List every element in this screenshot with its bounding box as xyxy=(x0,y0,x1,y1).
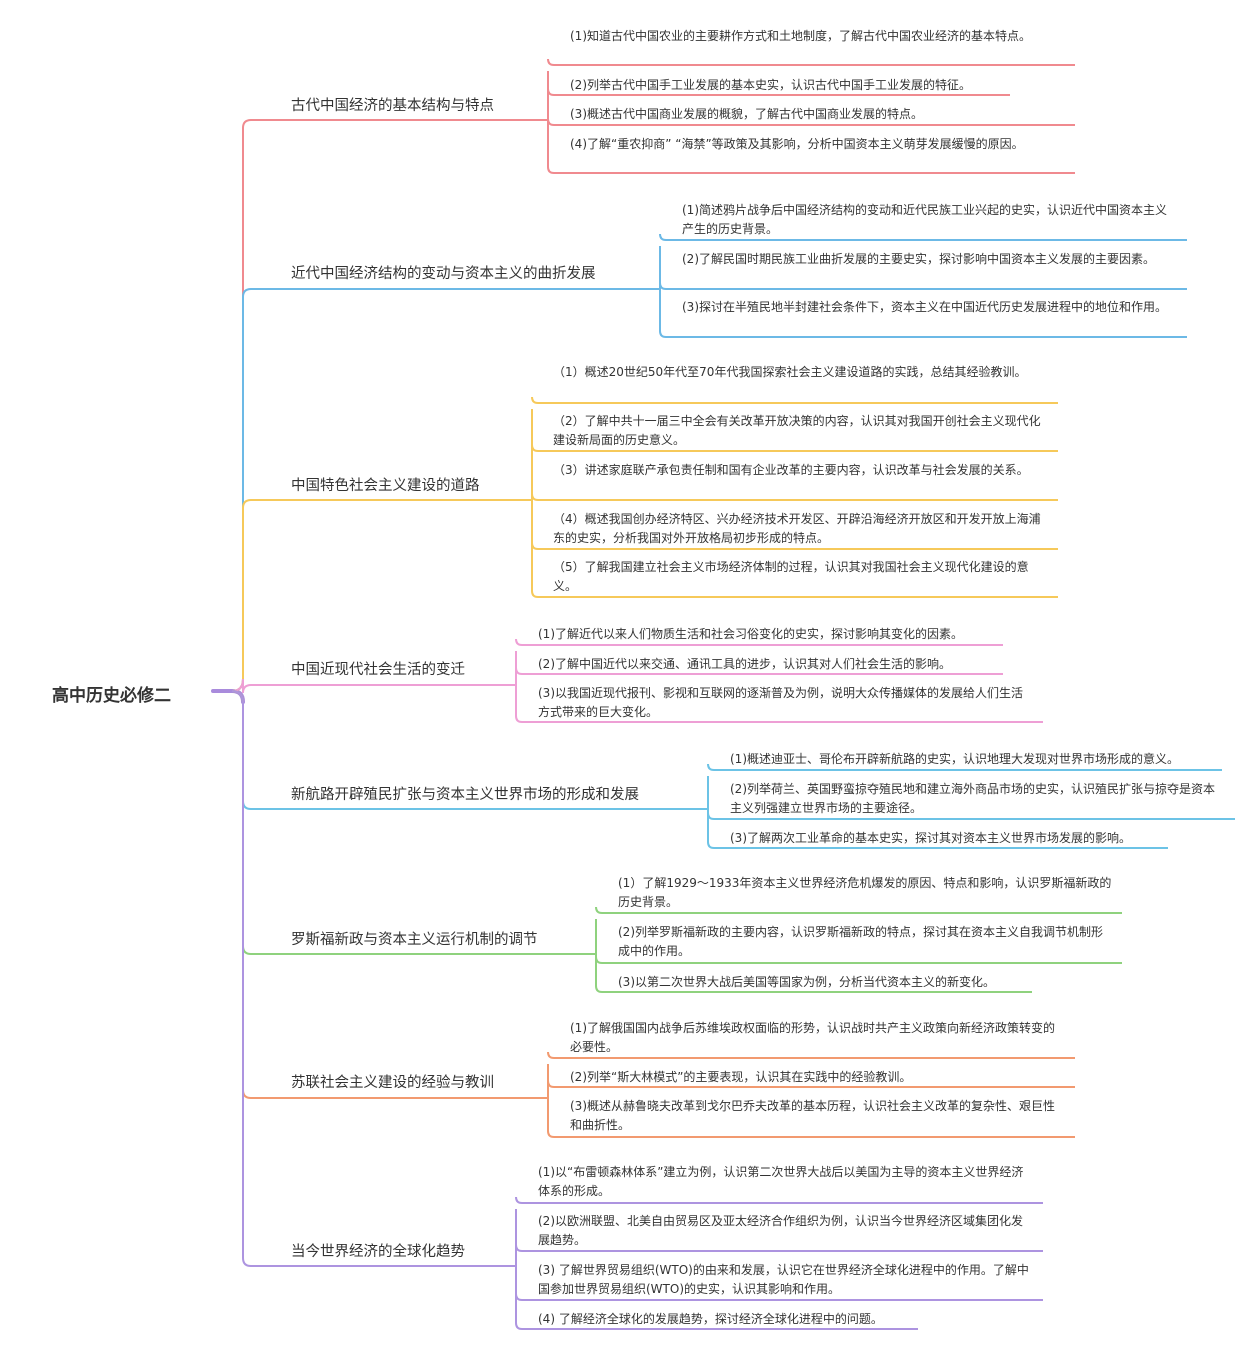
leaf-node[interactable]: (3)概述古代中国商业发展的概貌，了解古代中国商业发展的特点。 xyxy=(570,107,924,121)
leaf-underline xyxy=(547,118,1075,126)
leaf-underline xyxy=(531,444,1058,452)
leaf-node[interactable]: (2)了解中国近代以来交通、通讯工具的进步，认识其对人们社会生活的影响。 xyxy=(538,657,952,671)
leaf-underline xyxy=(547,58,1075,66)
leaf-underline xyxy=(547,1051,1075,1059)
leaf-node[interactable]: (3)了解两次工业革命的基本史实，探讨其对资本主义世界市场发展的影响。 xyxy=(730,831,1132,845)
leaf-node[interactable]: (1)知道古代中国农业的主要耕作方式和土地制度，了解古代中国农业经济的基本特点。 xyxy=(570,29,1032,43)
leaf-underline xyxy=(515,638,1003,646)
leaf-node[interactable]: (3)概述从赫鲁晓夫改革到戈尔巴乔夫改革的基本历程，认识社会主义改革的复杂性、艰… xyxy=(570,1099,1056,1132)
leaf-node[interactable]: (1)概述迪亚士、哥伦布开辟新航路的史实，认识地理大发现对世界市场形成的意义。 xyxy=(730,752,1180,766)
branch-connector xyxy=(231,119,548,692)
leaf-underline xyxy=(515,1244,1043,1252)
leaf-underline xyxy=(515,1196,1043,1204)
branch-connector xyxy=(231,690,548,1099)
topic-node[interactable]: 中国特色社会主义建设的道路 xyxy=(291,478,480,494)
leaf-node[interactable]: (1)了解近代以来人们物质生活和社会习俗变化的史实，探讨影响其变化的因素。 xyxy=(538,627,964,641)
leaf-node[interactable]: (2)以欧洲联盟、北美自由贸易区及亚太经济合作组织为例，认识当今世界经济区域集团… xyxy=(538,1214,1024,1247)
branch-connector xyxy=(231,690,596,955)
leaf-node[interactable]: (2)列举“斯大林模式”的主要表现，认识其在实践中的经验教训。 xyxy=(570,1070,912,1084)
leaf-node[interactable]: (3)以我国近现代报刊、影视和互联网的逐渐普及为例，说明大众传播媒体的发展给人们… xyxy=(538,686,1024,719)
leaf-underline xyxy=(707,812,1235,820)
leaf-node[interactable]: （5）了解我国建立社会主义市场经济体制的过程，认识其对我国社会主义现代化建设的意… xyxy=(553,560,1029,593)
leaf-underline xyxy=(659,282,1187,290)
leaf-node[interactable]: (1)简述鸦片战争后中国经济结构的变动和近代民族工业兴起的史实，认识近代中国资本… xyxy=(682,203,1168,236)
leaf-underline xyxy=(547,1130,1075,1138)
topic-node[interactable]: 近代中国经济结构的变动与资本主义的曲折发展 xyxy=(291,266,596,282)
leaf-underline xyxy=(531,542,1058,550)
leaf-node[interactable]: (2)列举古代中国手工业发展的基本史实，认识古代中国手工业发展的特征。 xyxy=(570,78,972,92)
leaf-node[interactable]: (2)列举罗斯福新政的主要内容，认识罗斯福新政的特点，探讨其在资本主义自我调节机… xyxy=(618,925,1104,958)
leaf-underline xyxy=(547,88,1010,96)
root-node[interactable]: 高中历史必修二 xyxy=(52,686,171,706)
topic-node[interactable]: 新航路开辟殖民扩张与资本主义世界市场的形成和发展 xyxy=(291,787,639,803)
leaf-underline xyxy=(595,956,1122,964)
topic-node[interactable]: 罗斯福新政与资本主义运行机制的调节 xyxy=(291,932,538,948)
topic-node[interactable]: 当今世界经济的全球化趋势 xyxy=(291,1244,465,1260)
leaf-underline xyxy=(515,715,1043,723)
leaf-node[interactable]: (3)以第二次世界大战后美国等国家为例，分析当代资本主义的新变化。 xyxy=(618,975,996,989)
leaf-node[interactable]: (1)了解俄国国内战争后苏维埃政权面临的形势，认识战时共产主义政策向新经济政策转… xyxy=(570,1021,1056,1054)
leaf-node[interactable]: （2）了解中共十一届三中全会有关改革开放决策的内容，认识其对我国开创社会主义现代… xyxy=(553,414,1041,447)
leaf-underline xyxy=(595,906,1122,914)
leaf-underline xyxy=(531,493,1058,501)
leaf-underline xyxy=(707,841,1168,849)
topic-node[interactable]: 苏联社会主义建设的经验与教训 xyxy=(291,1075,494,1091)
leaf-underline xyxy=(531,590,1058,598)
leaf-underline xyxy=(659,233,1187,241)
leaf-underline xyxy=(659,330,1187,338)
leaf-node[interactable]: (1)以“布雷顿森林体系”建立为例，认识第二次世界大战后以美国为主导的资本主义世… xyxy=(538,1165,1024,1198)
leaf-underline xyxy=(515,667,1003,675)
leaf-node[interactable]: (1）了解1929～1933年资本主义世界经济危机爆发的原因、特点和影响，认识罗… xyxy=(618,876,1112,909)
leaf-underline xyxy=(531,396,1058,404)
topic-node[interactable]: 古代中国经济的基本结构与特点 xyxy=(291,98,494,114)
leaf-node[interactable]: (2)了解民国时期民族工业曲折发展的主要史实，探讨影响中国资本主义发展的主要因素… xyxy=(682,252,1156,266)
leaf-node[interactable]: （4）概述我国创办经济特区、兴办经济技术开发区、开辟沿海经济开放区和开发开放上海… xyxy=(553,512,1041,545)
leaf-node[interactable]: （3）讲述家庭联产承包责任制和国有企业改革的主要内容，认识改革与社会发展的关系。 xyxy=(553,463,1029,477)
leaf-underline xyxy=(547,1080,1075,1088)
leaf-node[interactable]: (2)列举荷兰、英国野蛮掠夺殖民地和建立海外商品市场的史实，认识殖民扩张与掠夺是… xyxy=(730,782,1216,815)
leaf-node[interactable]: (3) 了解世界贸易组织(WTO)的由来和发展，认识它在世界经济全球化进程中的作… xyxy=(538,1263,1029,1296)
leaf-underline xyxy=(547,166,1075,174)
leaf-node[interactable]: （1）概述20世纪50年代至70年代我国探索社会主义建设道路的实践，总结其经验教… xyxy=(553,365,1027,379)
leaf-underline xyxy=(707,763,1222,771)
leaf-node[interactable]: (4) 了解经济全球化的发展趋势，探讨经济全球化进程中的问题。 xyxy=(538,1312,883,1326)
leaf-node[interactable]: (4)了解“重农抑商” “海禁”等政策及其影响，分析中国资本主义萌芽发展缓慢的原… xyxy=(570,137,1024,151)
branch-connector xyxy=(231,678,516,694)
leaf-underline xyxy=(595,985,1032,993)
branch-connector xyxy=(231,690,516,1267)
topic-node[interactable]: 中国近现代社会生活的变迁 xyxy=(291,662,465,678)
leaf-node[interactable]: (3)探讨在半殖民地半封建社会条件下，资本主义在中国近代历史发展进程中的地位和作… xyxy=(682,300,1168,314)
leaf-underline xyxy=(515,1322,918,1330)
leaf-underline xyxy=(515,1293,1043,1301)
